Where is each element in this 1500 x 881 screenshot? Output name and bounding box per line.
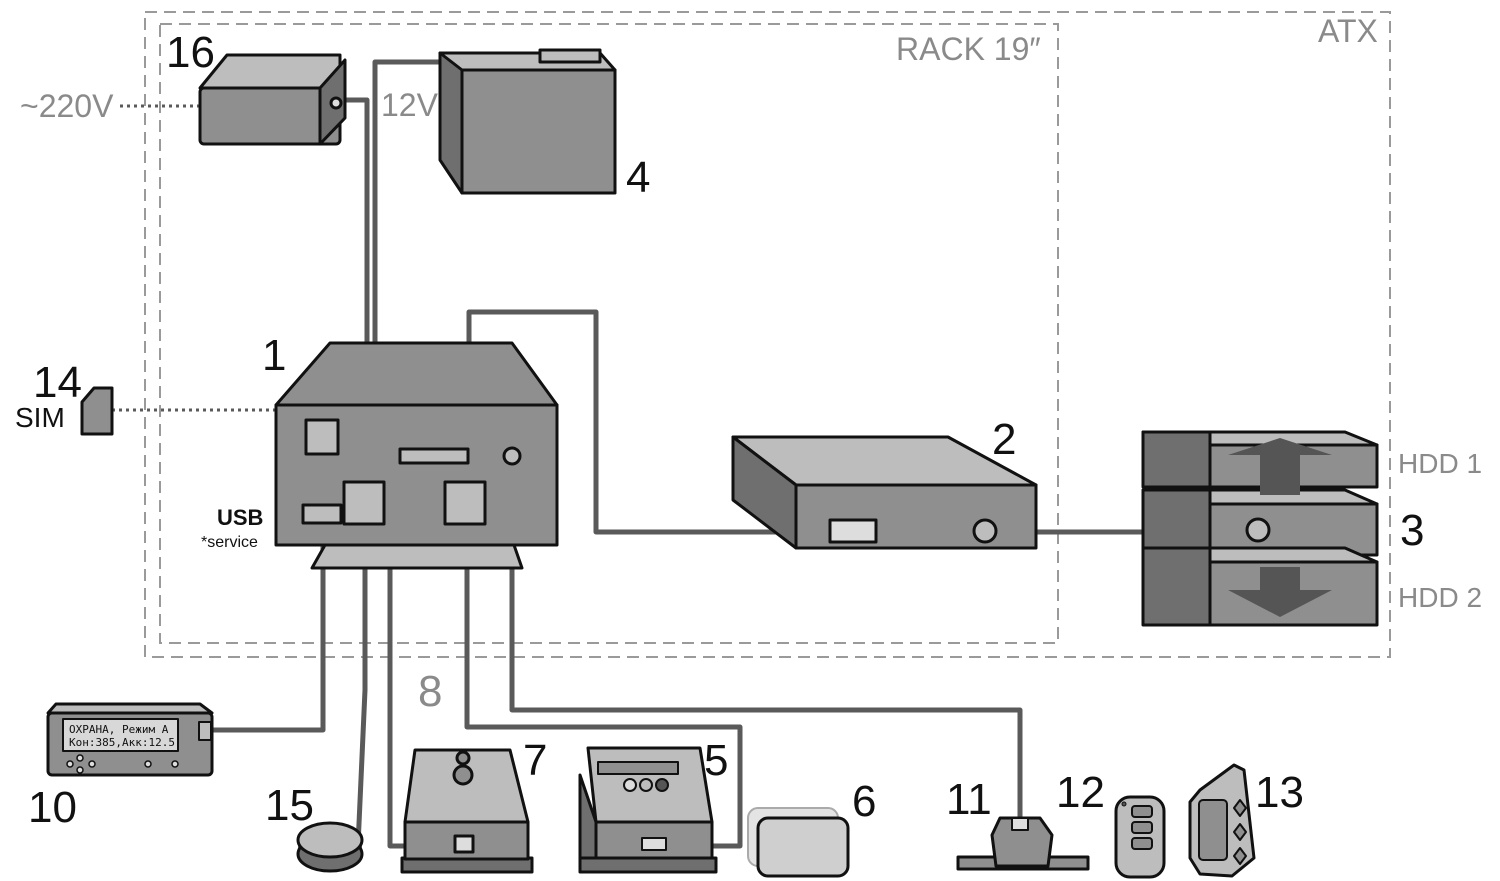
usb-note-label: *service <box>201 534 258 551</box>
remote-13 <box>1188 763 1256 878</box>
atx-zone-border <box>144 11 1391 658</box>
rack-zone-border <box>159 23 1059 644</box>
callout-8: 8 <box>418 667 442 716</box>
hdd-stack <box>1141 430 1379 627</box>
sim-card <box>80 386 114 436</box>
round-sensor <box>296 821 364 873</box>
rj45-port-left-icon <box>342 480 386 526</box>
antenna-port-icon <box>502 446 522 466</box>
module-5 <box>578 746 718 874</box>
rj45-port-right-icon <box>443 480 487 526</box>
display-line-2: Кон:385,Акк:12.5 <box>69 736 175 749</box>
callout-7: 7 <box>523 736 547 785</box>
main-recorder-unit <box>274 341 559 570</box>
usb-label: USB <box>217 505 263 530</box>
callout-13: 13 <box>1255 768 1304 817</box>
callout-14: 14 <box>33 358 82 407</box>
sim-label: SIM <box>15 402 65 433</box>
callout-4: 4 <box>626 153 650 202</box>
display-line-1: ОХРАНА, Режим A <box>69 723 169 736</box>
phone-port-icon <box>304 418 340 456</box>
cable-to-sensor-11 <box>509 458 1023 825</box>
battery <box>438 48 617 195</box>
callout-6: 6 <box>852 777 876 826</box>
callout-12: 12 <box>1056 768 1105 817</box>
key-fob-12 <box>1114 795 1166 879</box>
usb-port-icon <box>301 503 343 525</box>
rack-zone-label: RACK 19″ <box>896 31 1041 67</box>
callout-1: 1 <box>262 331 286 380</box>
proximity-cards <box>747 807 850 878</box>
dvr-coax-port-icon <box>972 518 998 544</box>
atx-zone-label: ATX <box>1318 13 1378 49</box>
cable-recorder-to-dvr <box>466 309 830 535</box>
display-panel <box>46 702 214 777</box>
sensor-11 <box>956 816 1090 871</box>
power-supply-unit <box>198 53 347 146</box>
callout-11: 11 <box>946 775 992 824</box>
voltage-label: 12V <box>381 87 439 123</box>
callout-5: 5 <box>704 736 728 785</box>
hdd-swap-arrows <box>1228 438 1332 617</box>
cable-usb-to-display <box>207 514 326 733</box>
callout-2: 2 <box>992 415 1016 464</box>
module-7 <box>400 748 534 874</box>
dvr-unit <box>731 435 1038 550</box>
callout-10: 10 <box>28 783 77 832</box>
hdd2-label: HDD 2 <box>1398 582 1482 613</box>
dvr-connector-icon <box>828 518 878 544</box>
callout-3: 3 <box>1400 506 1424 555</box>
callout-15: 15 <box>265 781 314 830</box>
callout-16: 16 <box>166 28 215 77</box>
hdd1-label: HDD 1 <box>1398 448 1482 479</box>
cable-psu-to-recorder <box>340 97 370 345</box>
mains-label: ~220V <box>20 88 114 124</box>
sim-slot-icon <box>398 447 470 465</box>
